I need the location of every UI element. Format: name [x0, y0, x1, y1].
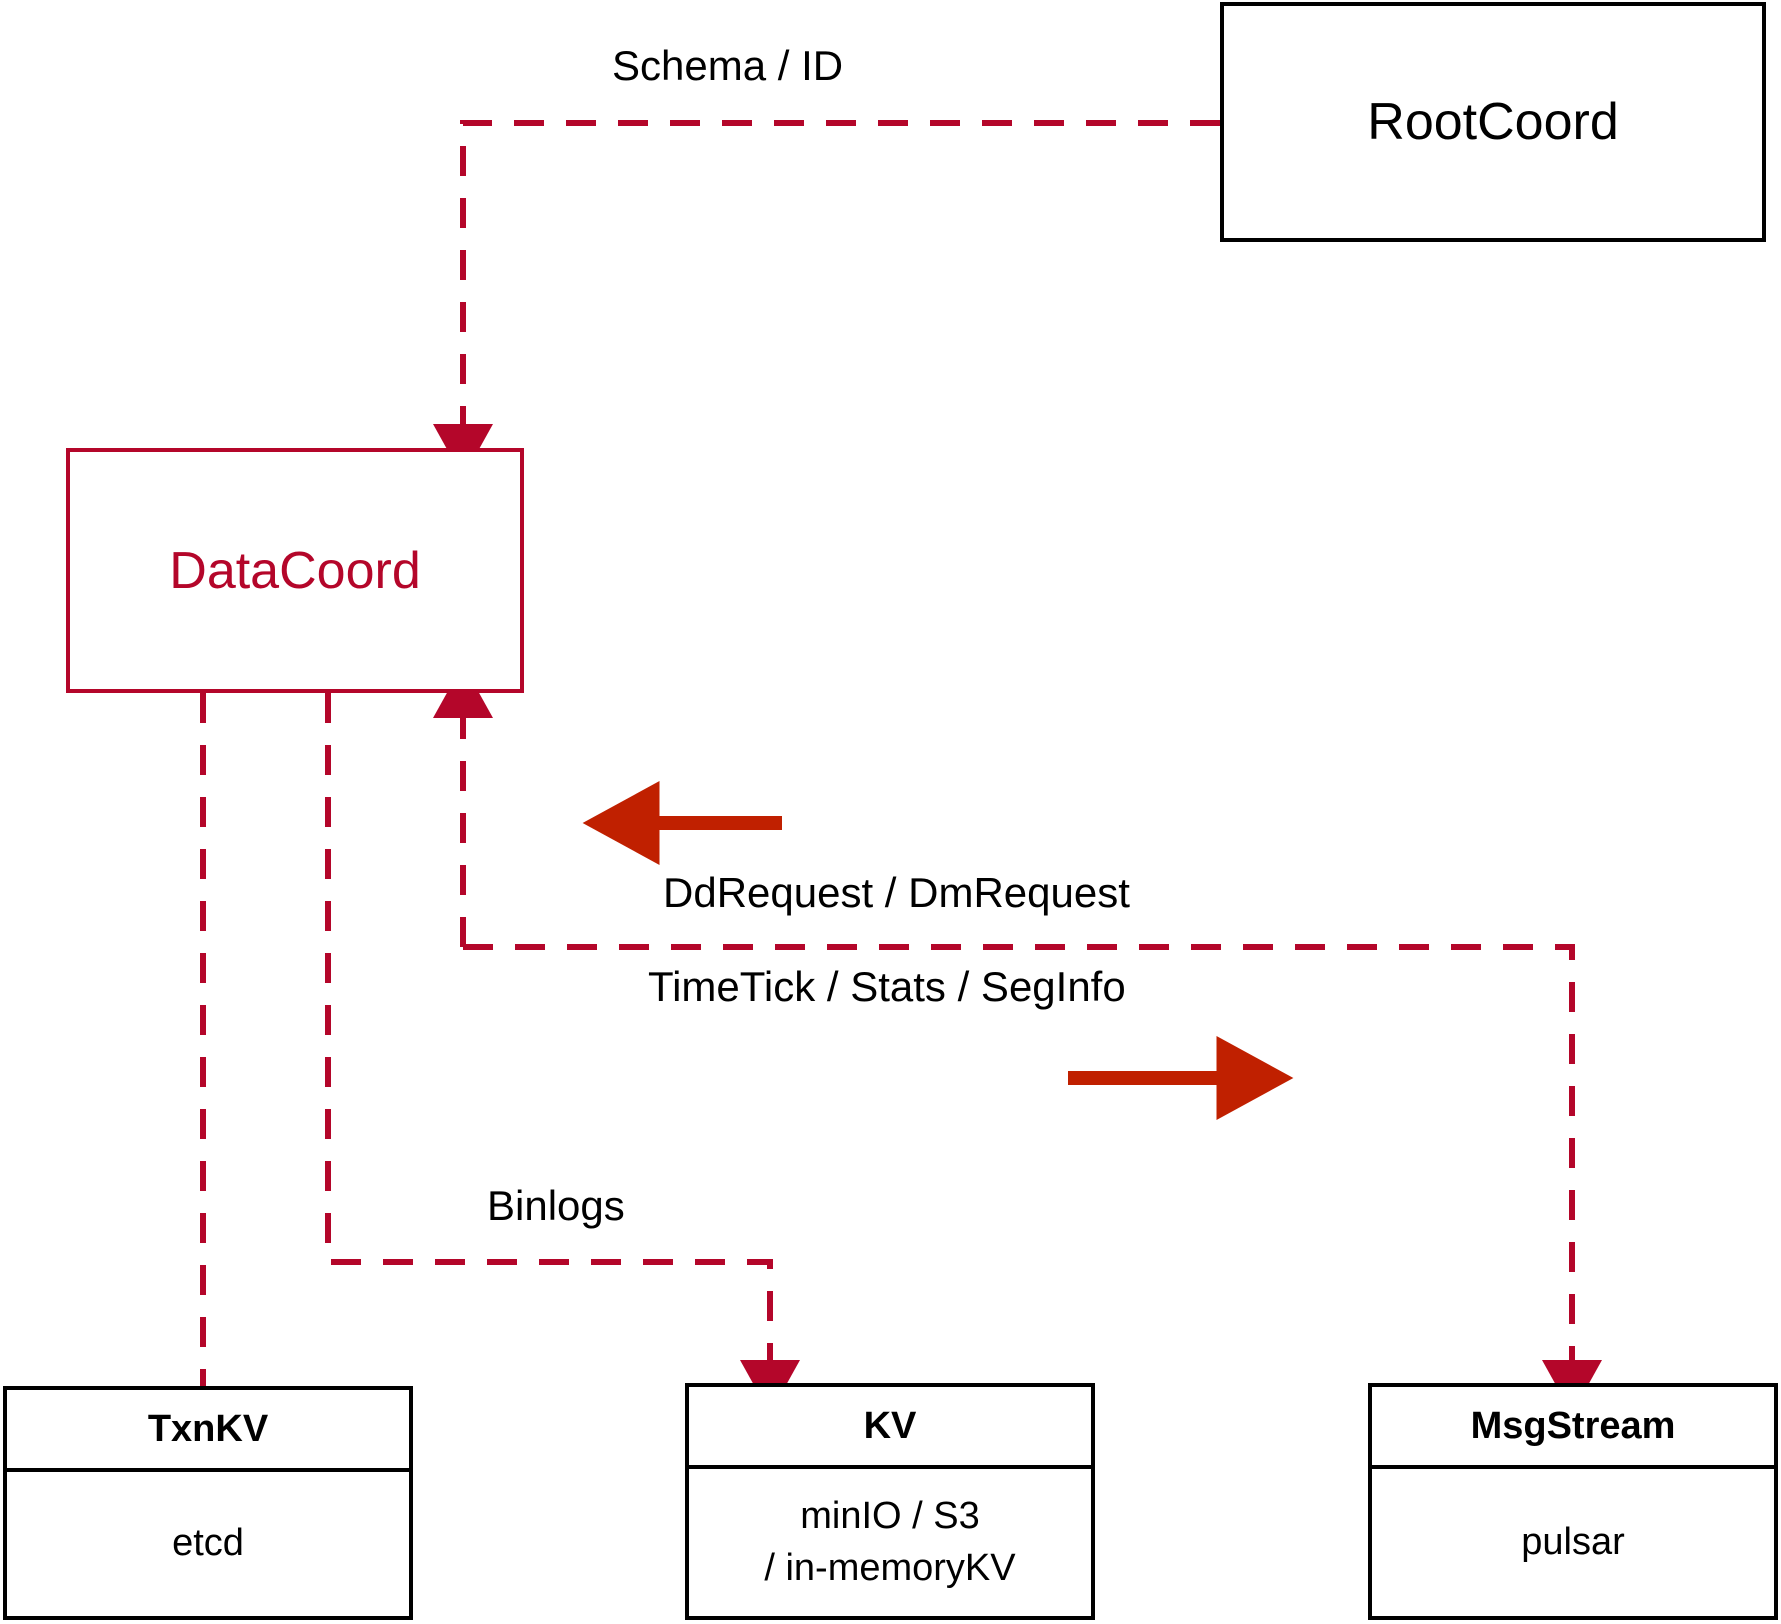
node-rootcoord-label: RootCoord [1367, 93, 1619, 151]
node-kv-body-line-1: minIO / S3 [800, 1495, 980, 1538]
node-kv-body: minIO / S3 / in-memoryKV [689, 1469, 1091, 1616]
edge-schema-id [433, 120, 1220, 478]
node-datacoord-label: DataCoord [169, 541, 421, 600]
node-msgstream-body-line-1: pulsar [1521, 1520, 1625, 1563]
edge-label-dd-dm-request: DdRequest / DmRequest [663, 869, 1130, 916]
node-kv[interactable]: KV minIO / S3 / in-memoryKV [685, 1383, 1095, 1620]
node-txnkv-body: etcd [7, 1472, 409, 1616]
node-rootcoord[interactable]: RootCoord [1220, 2, 1766, 242]
node-msgstream-body: pulsar [1372, 1469, 1774, 1616]
edge-label-schema-id: Schema / ID [612, 42, 844, 89]
edge-binlogs [325, 693, 800, 1414]
edge-label-timetick-stats-seginfo: TimeTick / Stats / SegInfo [648, 963, 1126, 1010]
node-datacoord[interactable]: DataCoord [66, 448, 524, 693]
node-msgstream[interactable]: MsgStream pulsar [1368, 1383, 1778, 1620]
edge-timetick-trunk [463, 944, 1602, 1414]
node-txnkv-header: TxnKV [7, 1390, 409, 1472]
node-msgstream-header: MsgStream [1372, 1387, 1774, 1469]
node-txnkv[interactable]: TxnKV etcd [3, 1386, 413, 1620]
node-kv-header: KV [689, 1387, 1091, 1469]
node-kv-body-line-2: / in-memoryKV [764, 1546, 1016, 1589]
node-txnkv-body-line-1: etcd [172, 1522, 244, 1565]
edge-label-binlogs: Binlogs [487, 1182, 625, 1229]
